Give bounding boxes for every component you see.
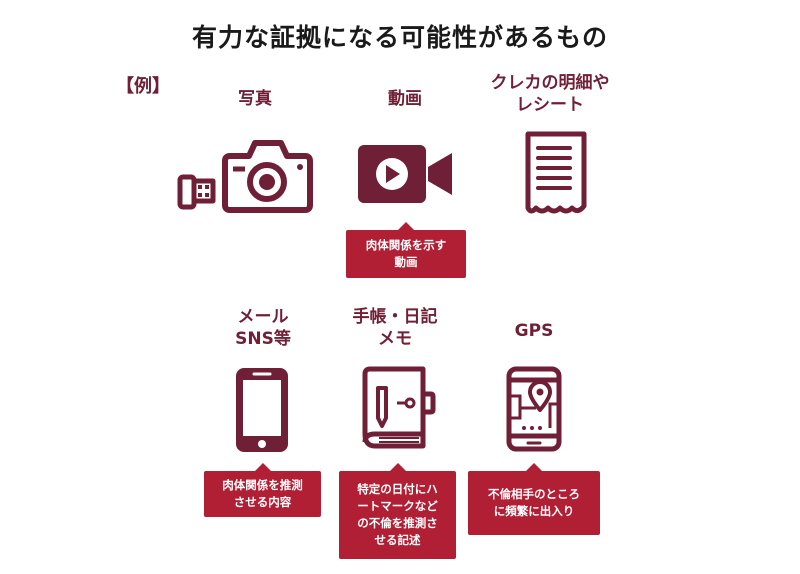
smartphone-icon [236, 368, 288, 452]
gps-map-icon [506, 366, 562, 452]
video-camera-icon [358, 145, 452, 203]
camera-icon [177, 140, 313, 213]
callout-mail-sns: 肉体関係を推測 させる内容 [204, 463, 321, 517]
callout-video: 肉体関係を示す 動画 [346, 222, 466, 278]
example-label: 【例】 [116, 76, 170, 97]
label-gps: GPS [514, 321, 554, 341]
label-receipt: クレカの明細や レシート [490, 73, 610, 115]
label-photo: 写真 [238, 89, 272, 109]
page-title: 有力な証拠になる可能性があるもの [191, 23, 608, 52]
label-mail-sns: メール SNS等 [235, 307, 291, 349]
label-notebook: 手帳・日記 メモ [352, 307, 438, 349]
callout-gps: 不倫相手のところ に頻繁に出入り [468, 463, 600, 535]
callout-notebook: 特定の日付にハ ートマークなど の不倫を推測さ せる記述 [339, 463, 456, 559]
label-video: 動画 [388, 89, 422, 109]
notebook-icon [362, 366, 436, 449]
receipt-icon [525, 131, 587, 214]
